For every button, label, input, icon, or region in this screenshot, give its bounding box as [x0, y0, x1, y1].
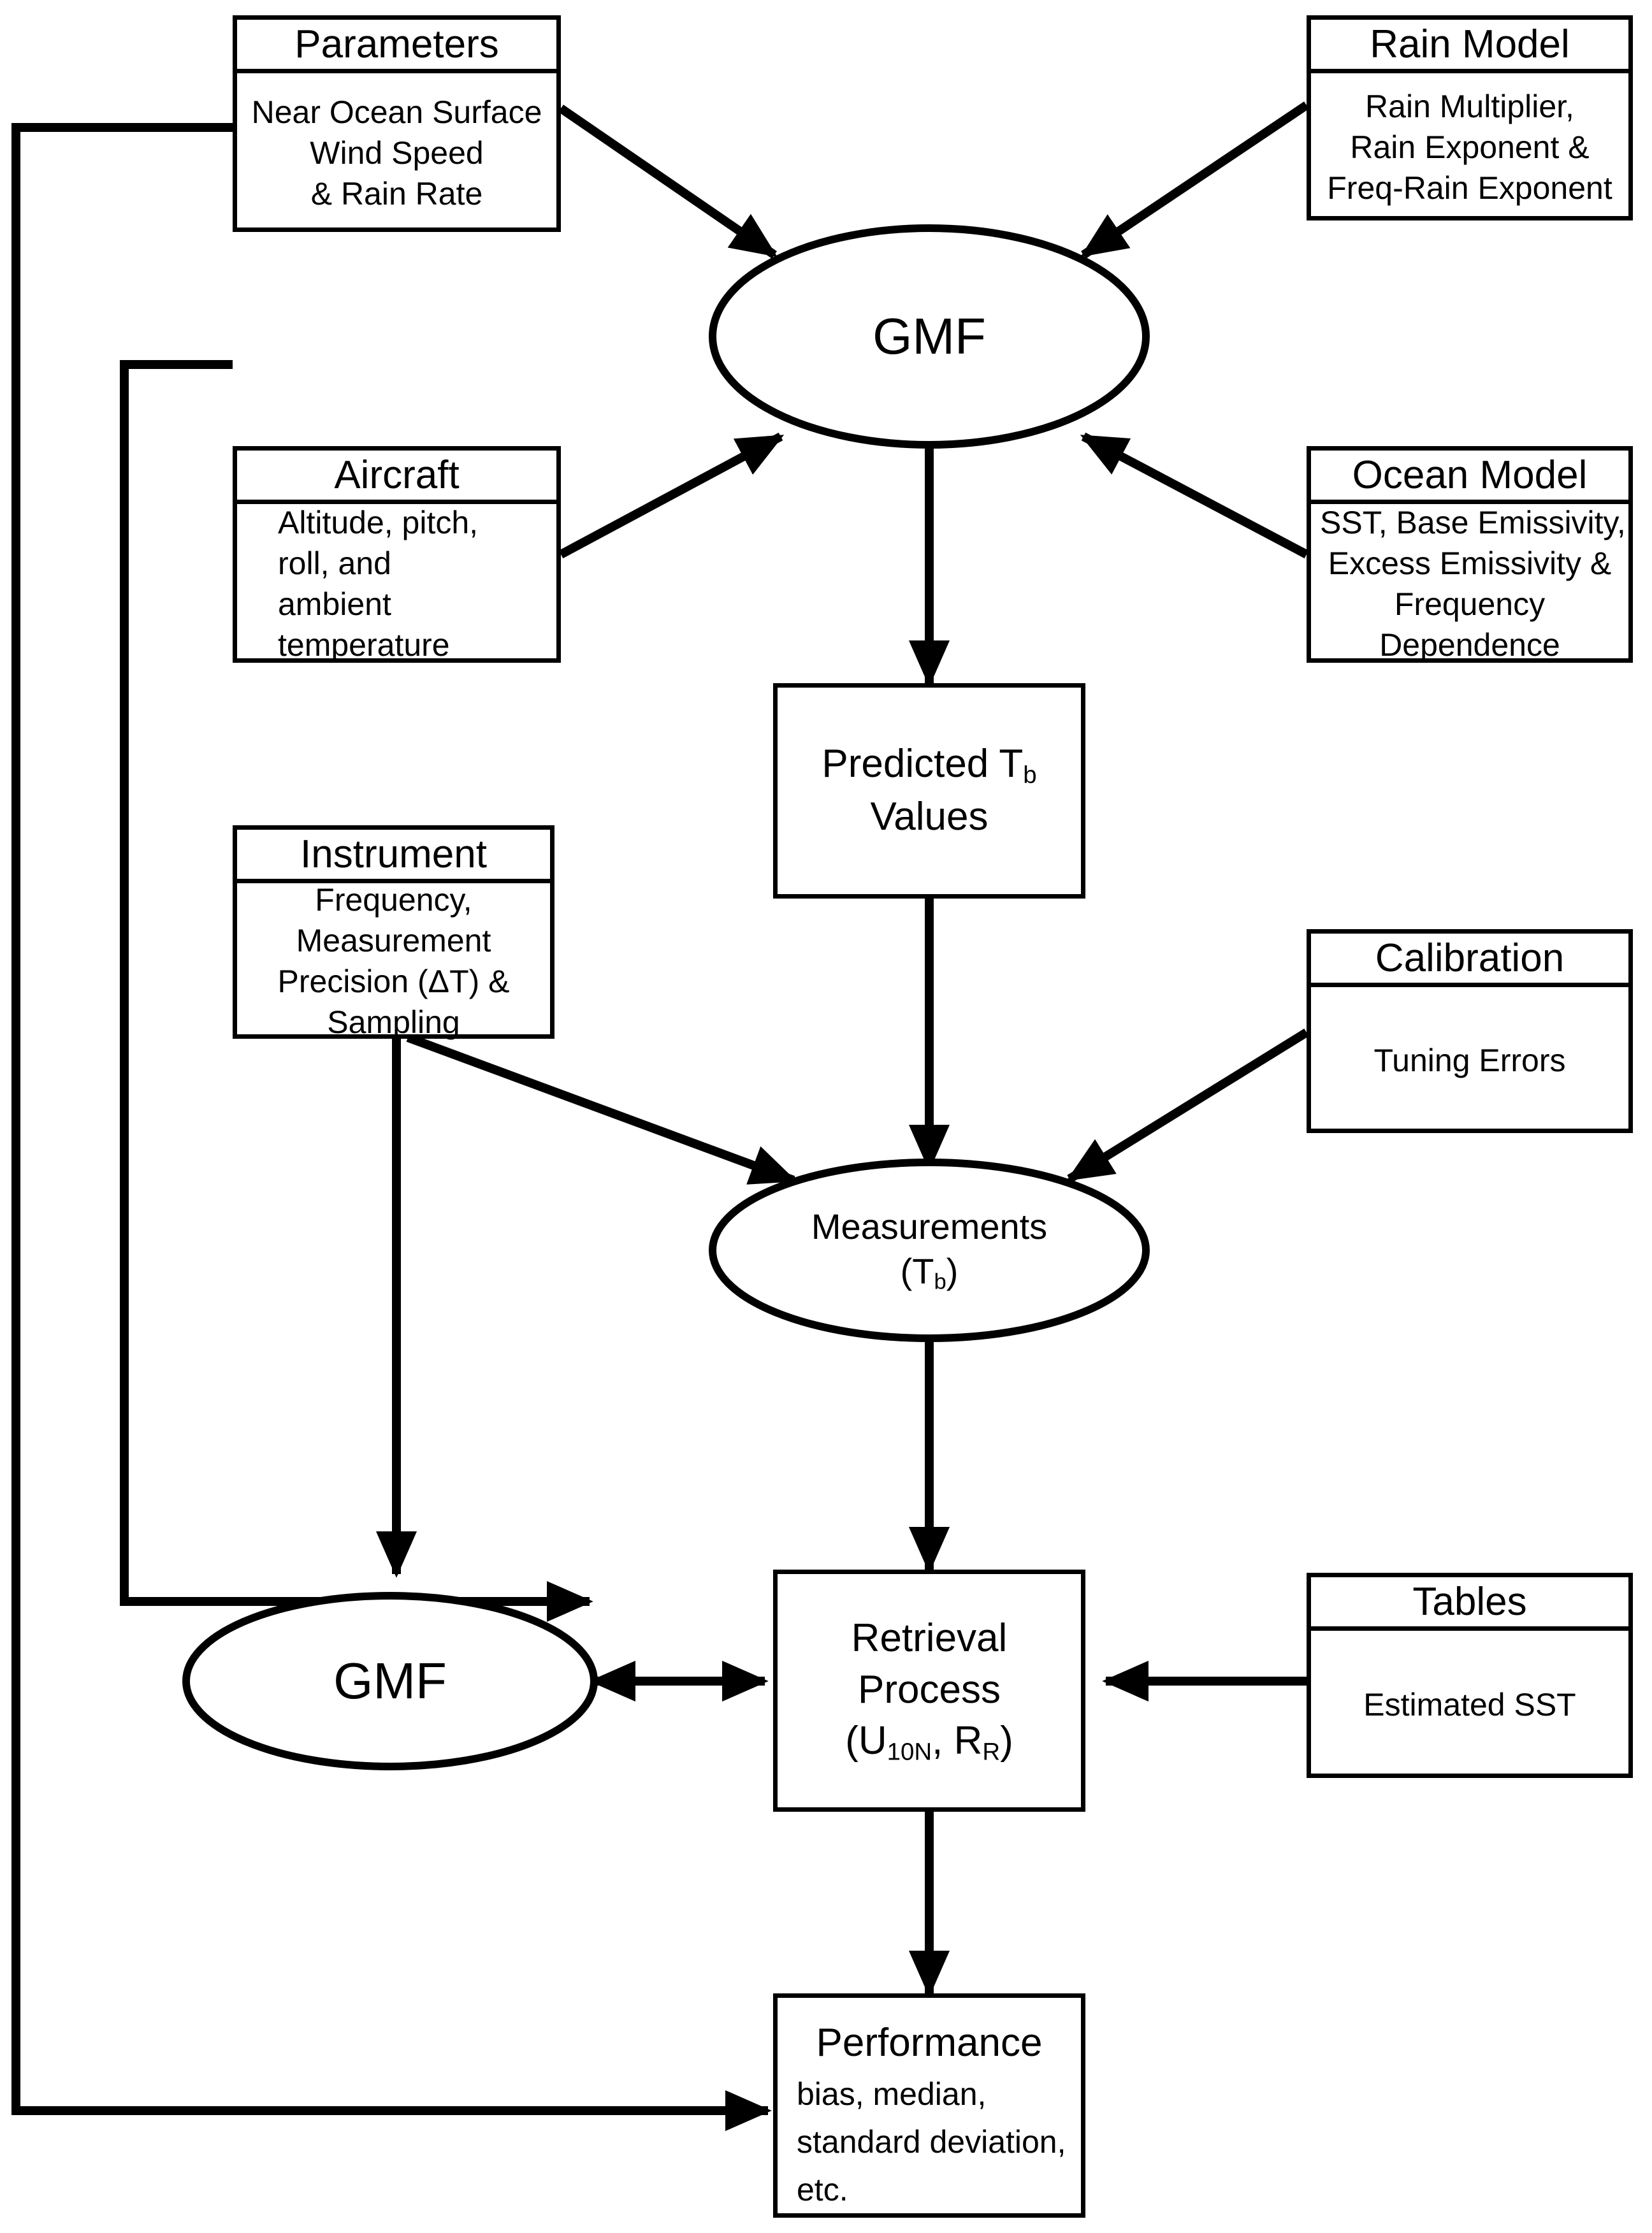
text-line: etc. — [797, 2172, 848, 2208]
text-line: Measurement — [296, 923, 491, 958]
node-ocean-model[interactable]: Ocean Model SST, Base Emissivity, Excess… — [1307, 446, 1633, 663]
edge-parameters-feedback-to-performance — [11, 123, 772, 2132]
retrieval-line3: (U10N, RR) — [845, 1719, 1013, 1766]
node-aircraft-header: Aircraft — [237, 451, 556, 504]
edge-rainmodel-to-gmf — [1080, 101, 1309, 259]
text-line: bias, median, — [797, 2076, 987, 2113]
node-instrument-header: Instrument — [237, 830, 550, 883]
text-line: Frequency, — [315, 882, 472, 918]
node-aircraft-body: Altitude, pitch, roll, and ambient tempe… — [237, 504, 556, 663]
node-tables-body: Estimated SST — [1311, 1631, 1628, 1778]
node-ocean-model-body: SST, Base Emissivity, Excess Emissivity … — [1311, 504, 1628, 663]
gmf-bottom-ellipse — [182, 1592, 598, 1770]
node-calibration-body: Tuning Errors — [1311, 987, 1628, 1133]
node-rain-model-body: Rain Multiplier, Rain Exponent & Freq-Ra… — [1311, 73, 1628, 220]
subscript-b: b — [1023, 762, 1037, 790]
node-predicted-tb-values[interactable]: Predicted Tb Values — [773, 683, 1085, 899]
edge-aircraft-to-gmf — [558, 432, 785, 559]
node-ocean-model-header: Ocean Model — [1311, 451, 1628, 504]
subscript-r: R — [982, 1738, 1001, 1766]
node-performance[interactable]: Performance bias, median, standard devia… — [773, 1993, 1085, 2218]
text-line: Rain Exponent & — [1350, 129, 1590, 165]
node-tables[interactable]: Tables Estimated SST — [1307, 1573, 1633, 1778]
text-line: & Rain Rate — [310, 175, 483, 212]
node-rain-model[interactable]: Rain Model Rain Multiplier, Rain Exponen… — [1307, 15, 1633, 220]
node-rain-model-header: Rain Model — [1311, 20, 1628, 73]
predicted-tb-line2: Values — [870, 794, 989, 839]
measurements-ellipse — [709, 1159, 1150, 1342]
subscript-10n: 10N — [887, 1738, 932, 1766]
text-line: temperature — [278, 626, 450, 663]
node-aircraft[interactable]: Aircraft Altitude, pitch, roll, and ambi… — [233, 446, 561, 663]
text-line: Excess Emissivity & — [1328, 545, 1612, 581]
edge-oceanmodel-to-gmf — [1080, 432, 1309, 559]
edge-parameters-to-gmf — [558, 105, 778, 259]
text-line: Estimated SST — [1363, 1686, 1576, 1723]
node-tables-header: Tables — [1311, 1577, 1628, 1631]
text-line: Freq-Rain Exponent — [1327, 170, 1612, 206]
text-line: ambient — [278, 586, 391, 622]
predicted-tb-line1: Predicted Tb — [822, 742, 1037, 790]
text-line: Sampling — [327, 1004, 460, 1040]
retrieval-line1: Retrieval — [851, 1616, 1008, 1661]
text-line: Precision (ΔT) & — [277, 964, 510, 999]
node-calibration[interactable]: Calibration Tuning Errors — [1307, 929, 1633, 1133]
retrieval-line2: Process — [858, 1667, 1001, 1712]
text-line: Wind Speed — [310, 134, 484, 171]
edge-instrument-to-measurements — [406, 1033, 797, 1185]
text-line: Dependence — [1379, 626, 1560, 663]
performance-title: Performance — [816, 2021, 1043, 2065]
gmf-top-ellipse — [709, 224, 1150, 449]
node-parameters[interactable]: Parameters Near Ocean Surface Wind Speed… — [233, 15, 561, 232]
node-retrieval-process[interactable]: Retrieval Process (U10N, RR) — [773, 1570, 1085, 1812]
node-instrument-body: Frequency, Measurement Precision (ΔT) & … — [237, 882, 550, 1040]
text-line: Near Ocean Surface — [251, 94, 542, 130]
text-line: Tuning Errors — [1373, 1042, 1566, 1078]
node-instrument[interactable]: Instrument Frequency, Measurement Precis… — [233, 825, 554, 1040]
edge-calibration-to-measurements — [1066, 1029, 1309, 1183]
text-line: Frequency — [1394, 586, 1546, 622]
node-parameters-body: Near Ocean Surface Wind Speed & Rain Rat… — [237, 73, 556, 232]
node-parameters-header: Parameters — [237, 20, 556, 73]
text-line: roll, and — [278, 545, 391, 581]
text-line: Rain Multiplier, — [1365, 88, 1574, 124]
text-line: standard deviation, — [797, 2124, 1066, 2160]
text-line: SST, Base Emissivity, — [1320, 504, 1626, 540]
text-line: Altitude, pitch, — [278, 504, 479, 540]
node-calibration-header: Calibration — [1311, 934, 1628, 987]
